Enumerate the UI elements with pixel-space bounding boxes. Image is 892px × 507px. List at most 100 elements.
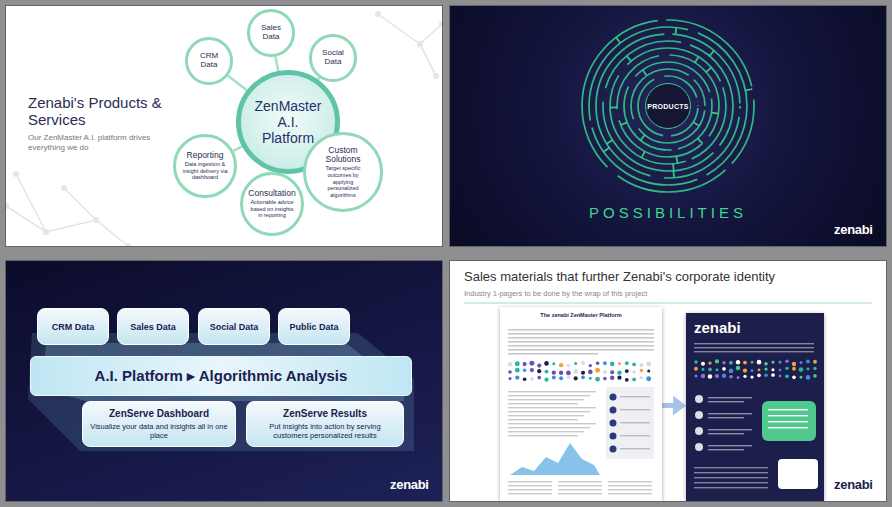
data-dot — [743, 375, 746, 378]
data-circle: Sales Data — [247, 9, 294, 56]
maze-wall — [706, 67, 711, 72]
data-dot — [806, 375, 811, 380]
node-text-group: A.I. Platform ▸ Algorithmic Analysis — [95, 367, 348, 385]
node-text-group: ZenMaster A.I. Platform — [252, 98, 325, 146]
maze-ring — [631, 69, 705, 143]
text-line — [708, 449, 744, 450]
maze-ring — [638, 76, 698, 136]
node-heading: Sales Data — [254, 24, 287, 42]
node-heading: ZenServe Results — [283, 408, 367, 419]
data-dot — [581, 361, 585, 365]
data-dot — [694, 367, 698, 371]
data-dot — [764, 373, 768, 377]
data-dot — [610, 362, 615, 367]
data-dot — [764, 362, 768, 366]
data-dot — [757, 360, 762, 365]
text-line — [694, 487, 768, 488]
node-heading: Sales Data — [130, 322, 176, 332]
node-text-group: Social Data — [316, 49, 349, 67]
data-dot — [617, 376, 621, 380]
maze-wall — [607, 140, 613, 144]
data-dot — [552, 376, 556, 380]
maze-wall — [675, 27, 677, 34]
node-heading: The zenabi ZenMaster Platform — [540, 312, 621, 318]
data-dot — [566, 371, 571, 376]
data-dot — [588, 370, 593, 375]
text-line — [508, 395, 590, 396]
text-line — [708, 445, 752, 446]
data-dot — [559, 371, 563, 375]
node-heading: Consultation — [248, 189, 295, 198]
network-dot — [13, 171, 19, 177]
node-description: Visualize your data and insights all in … — [88, 422, 230, 440]
arc-label: POSSIBILITIES — [450, 204, 886, 221]
highlight-box — [762, 401, 816, 441]
logo-text: zenabi — [834, 477, 873, 492]
data-dot — [603, 361, 607, 365]
data-dot — [729, 369, 734, 374]
text-line — [708, 433, 744, 434]
data-dot — [581, 371, 585, 375]
data-dot — [567, 364, 570, 367]
node-text-group: ReportingData ingestion & insight delive… — [182, 151, 228, 181]
text-line — [708, 397, 752, 398]
node-text-group: CRM Data — [192, 52, 225, 70]
data-dot — [736, 366, 740, 370]
data-dot — [778, 360, 781, 363]
data-dot — [757, 373, 761, 377]
data-dot — [743, 361, 747, 365]
text-line — [508, 435, 578, 436]
connector — [234, 146, 243, 151]
node-heading: Social Data — [316, 49, 349, 67]
text-line — [508, 333, 654, 335]
data-dot — [559, 376, 563, 380]
text-line — [508, 411, 590, 412]
text-line — [768, 427, 808, 428]
maze-ring — [624, 62, 712, 150]
text-line — [508, 431, 584, 432]
data-dot — [515, 361, 520, 366]
text-line — [558, 481, 602, 482]
data-dot — [544, 361, 549, 366]
network-dot — [61, 185, 67, 191]
data-dot — [537, 369, 541, 373]
data-dot — [785, 374, 789, 378]
data-dot — [589, 364, 592, 367]
data-dot — [589, 377, 592, 380]
node-text-group: ZenServe ResultsPut insights into action… — [252, 408, 398, 440]
output-box: ZenServe DashboardVisualize your data an… — [82, 401, 236, 447]
node-heading: ZenMaster A.I. Platform — [252, 98, 325, 146]
network-dot — [417, 41, 423, 47]
text-line — [558, 485, 602, 486]
maze-wall — [745, 89, 752, 90]
node-text-group: zenabi — [694, 319, 741, 336]
data-dot — [715, 359, 719, 363]
data-dot — [785, 367, 788, 370]
slide-title: Sales materials that further Zenabi's co… — [464, 269, 874, 284]
data-dot — [523, 377, 527, 381]
text-line — [768, 409, 808, 410]
data-dot — [701, 362, 705, 366]
connector-line — [234, 146, 243, 151]
source-box: Social Data — [198, 308, 270, 345]
data-dot — [544, 378, 548, 382]
node-text-group: Sales Data — [130, 322, 176, 332]
node-description: Actionable advice based on insights in r… — [249, 199, 295, 219]
data-dot — [640, 376, 643, 379]
network-line — [378, 14, 442, 44]
maze-wall — [676, 156, 677, 163]
step-dot — [610, 433, 617, 440]
data-dot — [610, 375, 614, 379]
node-text-group: PRODUCTS — [650, 103, 687, 110]
source-box: Sales Data — [117, 308, 189, 345]
node-text-group: ZenServe DashboardVisualize your data an… — [88, 408, 230, 440]
data-dot — [813, 360, 817, 364]
data-dot — [722, 367, 726, 371]
connector-line — [275, 56, 278, 71]
data-dot — [751, 361, 754, 364]
slide-panel: zenabiCRM DataSales DataSocial DataPubli… — [6, 261, 442, 501]
data-dot — [573, 369, 577, 373]
data-dot — [716, 368, 719, 371]
network-dot — [43, 229, 49, 235]
text-line — [694, 343, 814, 344]
